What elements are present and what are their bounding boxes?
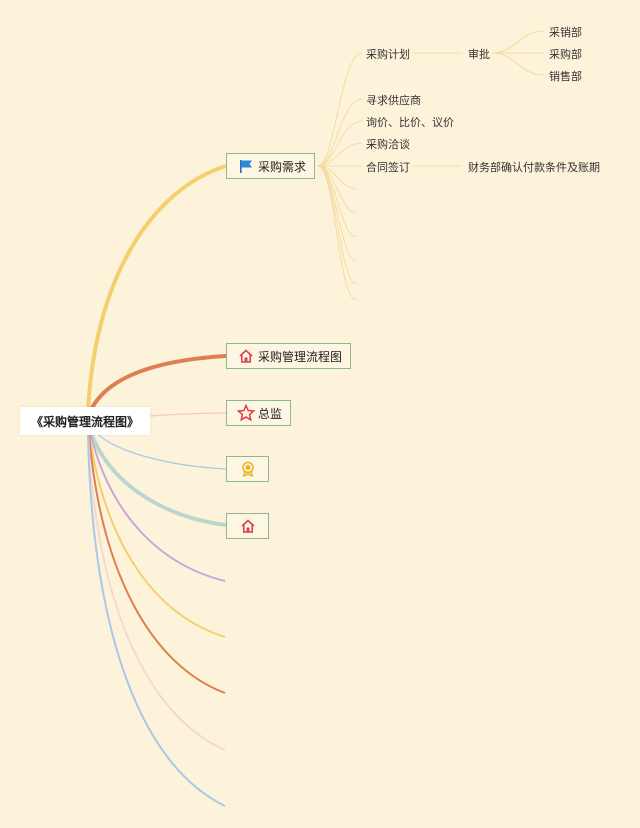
demand-child-lines <box>317 30 545 301</box>
branch-line-empty-1 <box>89 431 226 582</box>
branch-line-empty-2 <box>88 431 226 638</box>
branch-line-home2 <box>88 429 227 527</box>
topic-award[interactable] <box>226 456 269 482</box>
topic-flowchart[interactable]: 采购管理流程图 <box>226 343 352 369</box>
topic-label: 采购需求 <box>258 159 307 174</box>
branch-line-demand <box>86 164 227 411</box>
root-topic-label: 《采购管理流程图》 <box>30 414 139 429</box>
topic-finance-confirm[interactable]: 财务部确认付款条件及账期 <box>468 161 600 174</box>
home-icon <box>239 517 257 535</box>
topic-purchase-plan[interactable]: 采购计划 <box>366 48 410 61</box>
topic-purchase-demand[interactable]: 采购需求 <box>226 153 316 179</box>
branch-line-empty-5 <box>87 433 226 807</box>
flag-icon <box>237 157 255 175</box>
branch-line-flowchart <box>90 354 227 409</box>
topic-price-negotiation[interactable]: 询价、比价、议价 <box>366 116 454 129</box>
topic-department[interactable]: 采购部 <box>549 48 582 61</box>
topic-contract-signing[interactable]: 合同签订 <box>366 161 410 174</box>
topic-director[interactable]: 总监 <box>226 400 292 426</box>
branch-line-empty-3 <box>88 432 226 694</box>
star-icon <box>237 404 255 422</box>
award-icon <box>239 460 257 478</box>
topic-label: 总监 <box>258 406 283 421</box>
branch-line-empty-4 <box>87 432 226 751</box>
topic-approval[interactable]: 审批 <box>468 48 490 61</box>
home-icon <box>237 347 255 365</box>
branch-line-director <box>149 412 227 417</box>
topic-label: 采购管理流程图 <box>258 349 343 364</box>
topic-home-2[interactable] <box>226 513 269 539</box>
topic-department[interactable]: 采销部 <box>549 26 582 39</box>
root-topic[interactable]: 《采购管理流程图》 <box>20 407 150 435</box>
topic-find-supplier[interactable]: 寻求供应商 <box>366 94 421 107</box>
branch-line-award <box>91 427 227 470</box>
topic-department[interactable]: 销售部 <box>549 70 582 83</box>
topic-purchase-talks[interactable]: 采购洽谈 <box>366 138 410 151</box>
